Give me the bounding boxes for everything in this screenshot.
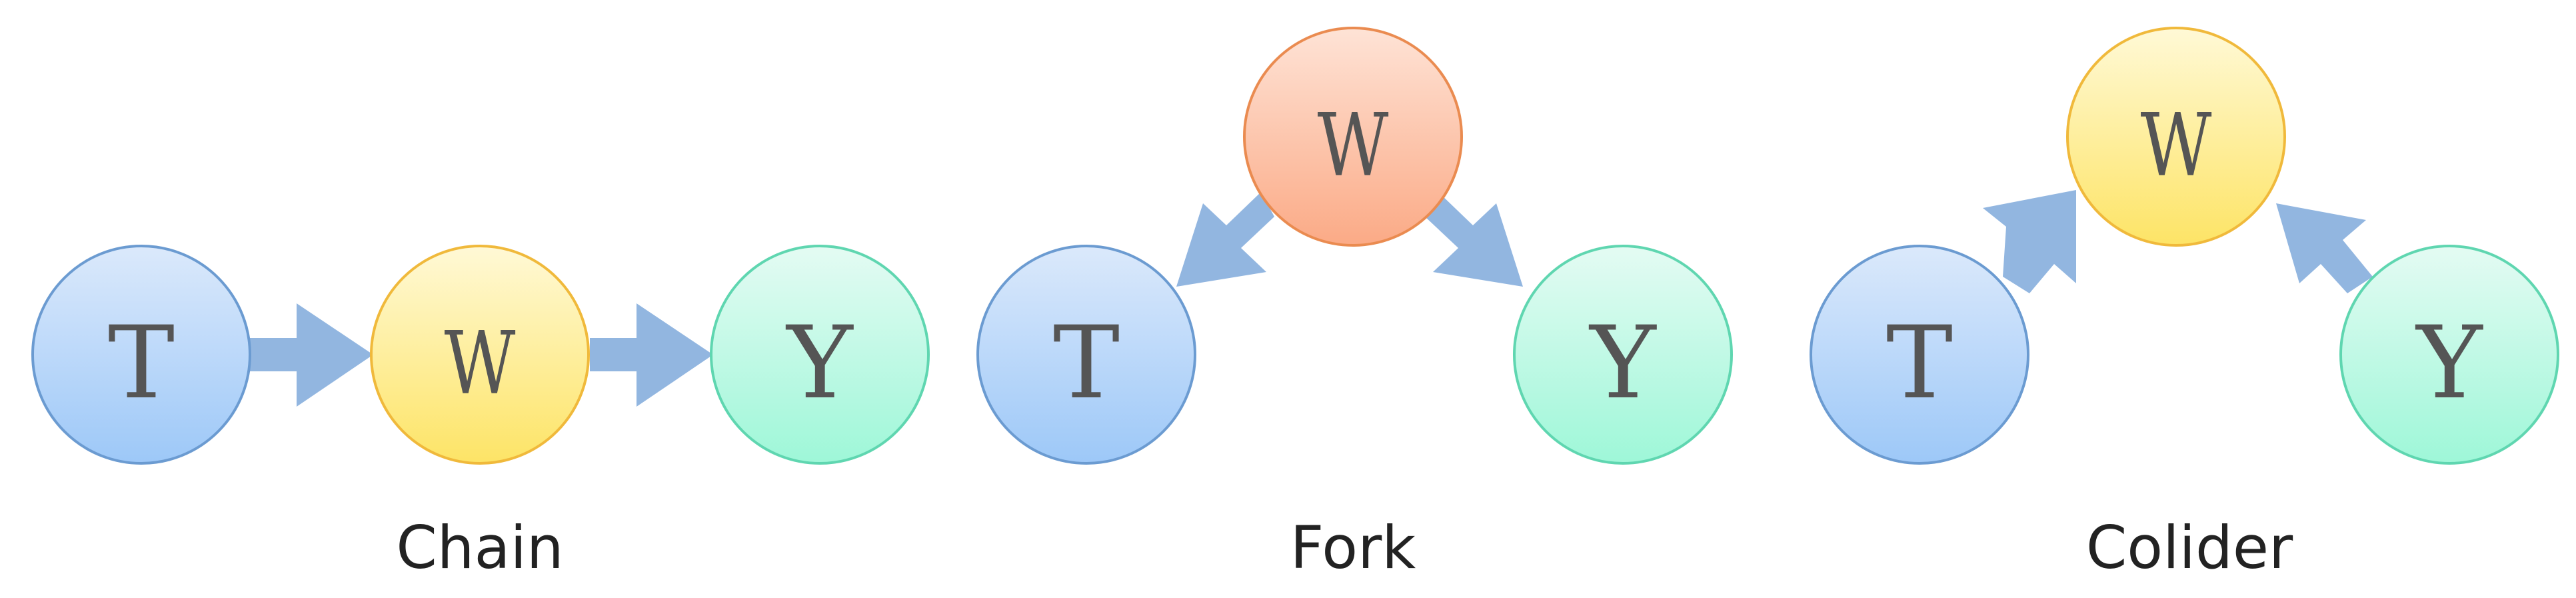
chain-arrow-t-to-w <box>250 303 373 407</box>
chain-panel: T W Y <box>31 245 930 465</box>
node-label: Y <box>2415 305 2483 421</box>
node-label: T <box>1886 305 1953 421</box>
fork-arrow-w-to-y <box>1425 192 1523 287</box>
chain-arrow-w-to-y <box>590 303 713 407</box>
chain-node-y: Y <box>710 245 930 465</box>
node-label: Y <box>785 305 854 421</box>
fork-label: Fork <box>1290 513 1416 582</box>
node-label: T <box>1053 305 1120 421</box>
fork-panel: W T Y <box>976 27 1733 465</box>
chain-node-w: W <box>370 245 590 465</box>
node-label: W <box>445 313 516 413</box>
colider-node-w: W <box>2066 27 2286 247</box>
colider-arrow-t-to-w <box>1983 190 2076 293</box>
fork-node-t: T <box>976 245 1196 465</box>
colider-node-t: T <box>1810 245 2029 465</box>
colider-arrow-y-to-w <box>2276 203 2373 293</box>
fork-node-y: Y <box>1513 245 1733 465</box>
chain-node-t: T <box>31 245 251 465</box>
chain-label: Chain <box>396 513 564 582</box>
node-label: W <box>1318 95 1389 195</box>
node-label: Y <box>1588 305 1657 421</box>
node-label: W <box>2141 95 2212 195</box>
fork-node-w: W <box>1243 27 1463 247</box>
fork-arrow-w-to-t <box>1176 192 1274 287</box>
colider-panel: W T Y <box>1810 27 2559 465</box>
node-label: T <box>108 305 175 421</box>
colider-label: Colider <box>2085 513 2293 582</box>
colider-node-y: Y <box>2339 245 2559 465</box>
